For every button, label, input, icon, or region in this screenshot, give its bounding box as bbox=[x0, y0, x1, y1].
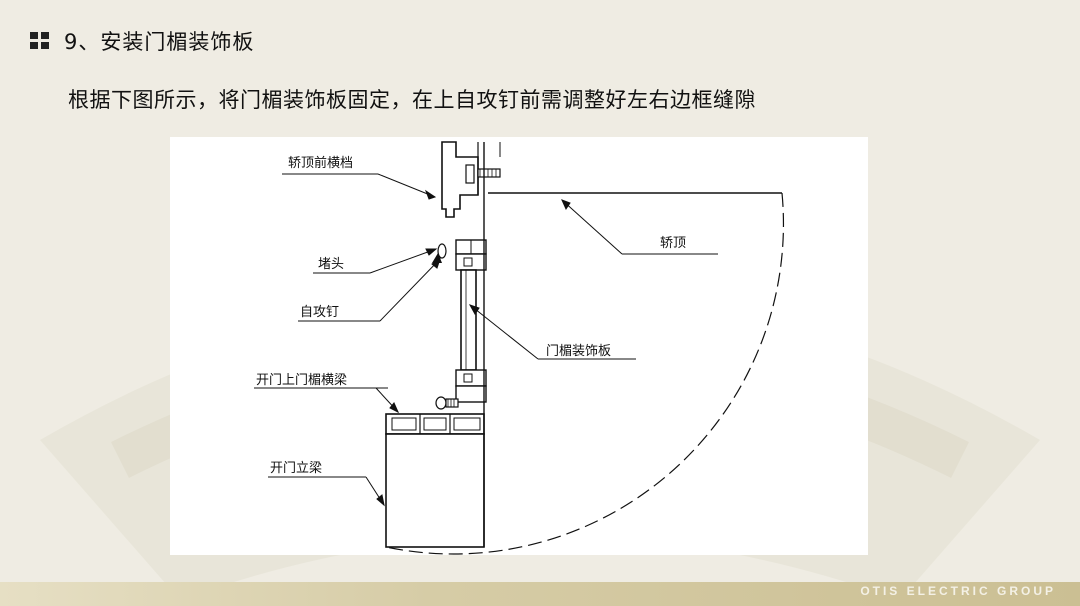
lintel-decor-panel bbox=[460, 269, 477, 371]
label-lintel-panel: 门楣装饰板 bbox=[546, 344, 611, 359]
upper-lintel-beam bbox=[385, 413, 485, 435]
footer-band bbox=[0, 582, 1080, 606]
heading-title: 9、安装门楣装饰板 bbox=[64, 30, 255, 54]
instruction-text: 根据下图所示，将门楣装饰板固定，在上自攻钉前需调整好左右边框缝隙 bbox=[68, 88, 756, 112]
slide-heading: 9、安装门楣装饰板 bbox=[30, 26, 254, 56]
lintel-section-drawing: 轿顶前横档 轿顶 堵头 自攻钉 门楣装饰板 开门上门楣横梁 开门立梁 bbox=[254, 141, 785, 555]
label-end-cap: 堵头 bbox=[318, 257, 344, 272]
label-self-tap-screw: 自攻钉 bbox=[300, 305, 339, 320]
door-vertical-beam bbox=[385, 433, 485, 548]
end-cap bbox=[437, 243, 447, 259]
door-swing-arc bbox=[385, 192, 785, 555]
top-bolt bbox=[465, 164, 475, 184]
footer-watermark: OTIS ELECTRIC GROUP bbox=[860, 584, 1056, 598]
grid-bullet-icon bbox=[30, 32, 49, 49]
label-upper-lintel-beam: 开门上门楣横梁 bbox=[256, 373, 347, 388]
installation-diagram: 轿顶前横档 轿顶 堵头 自攻钉 门楣装饰板 开门上门楣横梁 开门立梁 bbox=[170, 137, 868, 555]
front-beam-profile bbox=[441, 141, 479, 218]
label-front-beam: 轿顶前横档 bbox=[288, 155, 353, 171]
label-vertical-beam: 开门立梁 bbox=[270, 461, 322, 476]
label-car-top: 轿顶 bbox=[660, 236, 686, 251]
lower-lintel-bracket bbox=[455, 369, 487, 387]
